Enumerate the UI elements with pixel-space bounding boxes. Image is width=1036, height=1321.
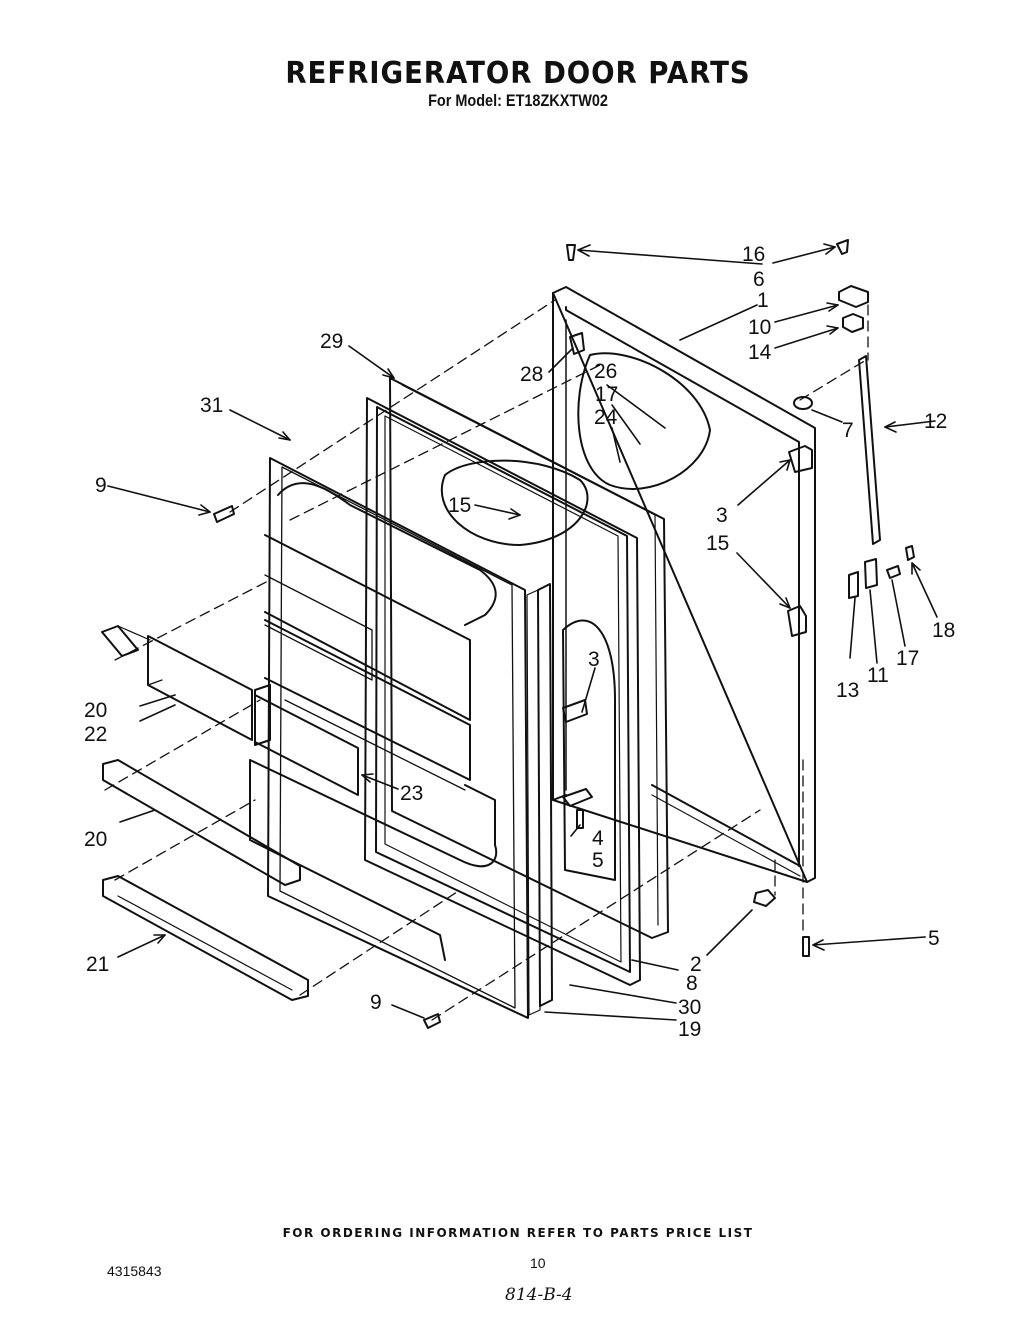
callout-10: 10 [748, 316, 771, 339]
callout-5-right: 5 [928, 927, 940, 950]
callout-17: 17 [595, 383, 618, 406]
callout-9-top: 9 [95, 474, 107, 497]
door-gasket [364, 397, 641, 986]
callout-17-right: 17 [896, 647, 919, 670]
callout-24: 24 [594, 406, 618, 429]
callout-14: 14 [748, 341, 772, 364]
fasteners [213, 239, 849, 1029]
inner-door-liner [249, 457, 529, 1019]
callout-19: 19 [678, 1018, 701, 1041]
assembly-lines [104, 299, 869, 1021]
callout-20-lower: 20 [84, 828, 107, 851]
model-subtitle: For Model: ET18ZKXTW02 [428, 91, 608, 110]
callout-18: 18 [932, 619, 955, 642]
callout-1: 1 [757, 289, 769, 312]
callout-3-lower: 3 [588, 648, 600, 671]
callout-7: 7 [842, 419, 854, 442]
callout-26: 26 [594, 360, 617, 383]
callout-31: 31 [200, 394, 223, 417]
callout-2: 2 [690, 953, 702, 976]
callout-11: 11 [867, 664, 889, 687]
document-number: 4315843 [107, 1263, 162, 1279]
callout-12: 12 [924, 410, 947, 433]
callout-16: 16 [742, 243, 765, 266]
callout-15-inner: 15 [448, 494, 471, 517]
breaker-strips [526, 583, 553, 1016]
hinge-components [753, 285, 915, 957]
shelf-bars-and-bins [101, 625, 359, 1001]
callout-labels: 16 6 1 10 14 29 28 26 17 24 31 7 12 9 15… [84, 243, 955, 1041]
door-outer-panel [552, 286, 816, 883]
callout-15-right: 15 [706, 532, 729, 555]
callout-28: 28 [520, 363, 543, 386]
page-title: REFRIGERATOR DOOR PARTS [285, 56, 751, 91]
callout-13: 13 [836, 679, 859, 702]
callout-30: 30 [678, 996, 701, 1019]
callout-3-upper: 3 [716, 504, 728, 527]
page-number: 10 [530, 1255, 546, 1271]
ordering-note: FOR ORDERING INFORMATION REFER TO PARTS … [282, 1226, 754, 1240]
callout-4: 4 [592, 827, 604, 850]
callout-29: 29 [320, 330, 343, 353]
callout-20-upper: 20 [84, 699, 107, 722]
lower-hinge [651, 784, 801, 877]
callout-22: 22 [84, 723, 107, 746]
callout-8: 8 [686, 972, 698, 995]
door-liner-back [389, 352, 711, 939]
callout-23: 23 [400, 782, 423, 805]
callout-6: 6 [753, 268, 765, 291]
callout-5-inner: 5 [592, 849, 604, 872]
callout-21: 21 [86, 953, 109, 976]
handwritten-note: 814-B-4 [505, 1285, 573, 1305]
callout-9-bottom: 9 [370, 991, 382, 1014]
leader-arrows [107, 243, 938, 1021]
